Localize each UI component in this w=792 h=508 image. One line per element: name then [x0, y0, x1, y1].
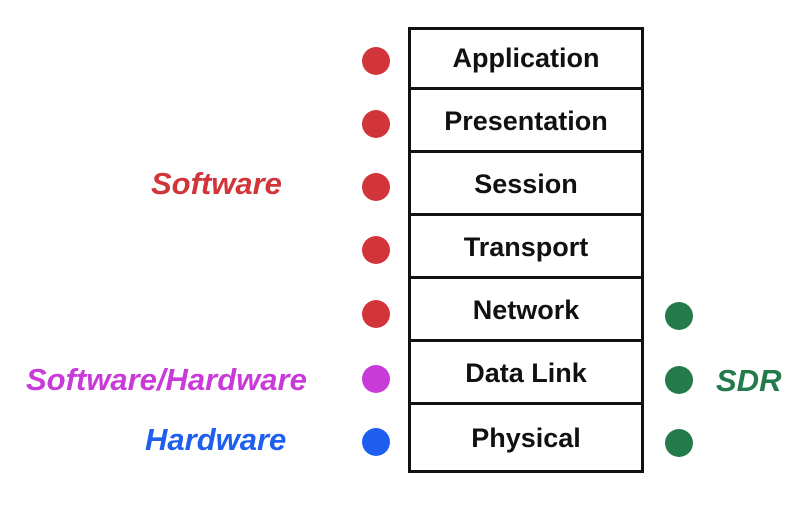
software-dot-application [362, 47, 390, 75]
layer-network: Network [411, 282, 641, 342]
layer-data-link: Data Link [411, 345, 641, 405]
sdr-dot-network [665, 302, 693, 330]
layer-application: Application [411, 30, 641, 90]
software-dot-presentation [362, 110, 390, 138]
sdr-dot-physical [665, 429, 693, 457]
software-label: Software [151, 166, 282, 201]
software-hardware-dot-data-link [362, 365, 390, 393]
sdr-label: SDR [716, 363, 782, 398]
software-hardware-label: Software/Hardware [26, 362, 307, 397]
osi-layer-stack: Application Presentation Session Transpo… [408, 27, 644, 473]
layer-physical: Physical [471, 422, 581, 453]
software-dot-transport [362, 236, 390, 264]
layer-transport: Transport [411, 219, 641, 279]
layer-session: Session [411, 156, 641, 216]
software-dot-network [362, 300, 390, 328]
software-dot-session [362, 173, 390, 201]
hardware-dot-physical [362, 428, 390, 456]
sdr-dot-data-link [665, 366, 693, 394]
layer-presentation: Presentation [411, 93, 641, 153]
hardware-label: Hardware [145, 422, 287, 457]
